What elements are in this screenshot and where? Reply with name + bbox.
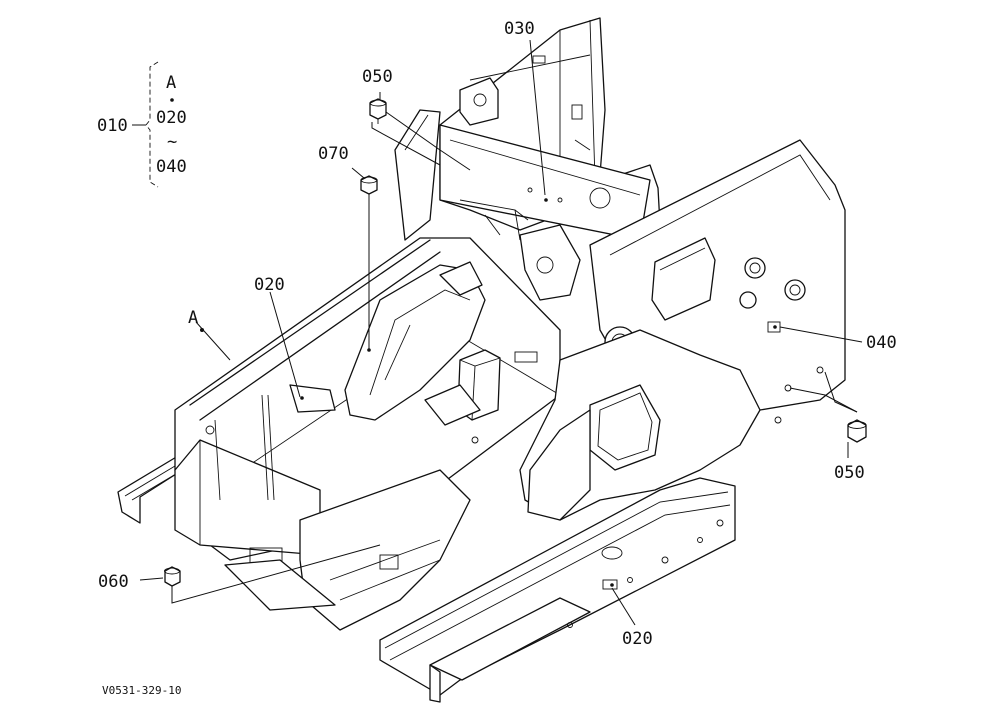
bolt-050-top: [369, 98, 387, 124]
callout-labels: 010 A 020 ~ 040 050 070 030 020 A 040 05…: [97, 19, 897, 697]
bolt-060: [164, 566, 181, 587]
bolt-070: [360, 175, 378, 195]
callout-050-top: 050: [362, 67, 393, 87]
callout-050-right: 050: [834, 463, 865, 483]
callout-030: 030: [504, 19, 535, 39]
group-item-020: 020: [156, 108, 187, 128]
callout-010: 010: [97, 116, 128, 136]
boom-bracket: [289, 261, 486, 421]
drawing-id: V0531-329-10: [102, 684, 181, 697]
callout-020-left: 020: [254, 275, 285, 295]
group-item-040: 040: [156, 157, 187, 177]
callout-020-bottom: 020: [622, 629, 653, 649]
right-track-beam: [379, 477, 736, 703]
group-item-a: A: [166, 73, 176, 93]
group-bracket: [132, 61, 174, 188]
callout-060: 060: [98, 572, 129, 592]
callout-a: A: [188, 308, 198, 328]
center-pedestal: [424, 349, 538, 426]
swing-bracket: [519, 329, 761, 521]
leader-lines: [139, 39, 863, 626]
callout-070: 070: [318, 144, 349, 164]
cylinder-mounts: [459, 199, 581, 301]
group-item-tilde: ~: [167, 132, 177, 152]
front-lower-plate: [224, 469, 471, 631]
bolt-050-right: [847, 419, 867, 443]
callout-040: 040: [866, 333, 897, 353]
